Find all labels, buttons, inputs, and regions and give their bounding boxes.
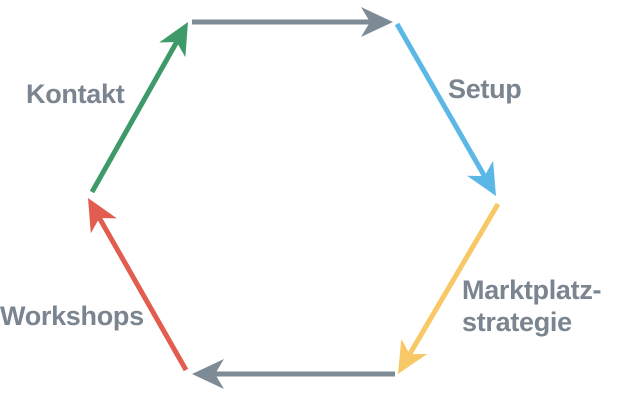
label-workshops: Workshops bbox=[0, 301, 144, 331]
label-marktplatz-line1: Marktplatz- bbox=[462, 275, 602, 305]
arrow-top bbox=[192, 7, 393, 37]
arrow-setup-shaft bbox=[394, 22, 487, 178]
label-kontakt: Kontakt bbox=[26, 79, 125, 109]
arrow-kontakt bbox=[89, 22, 188, 194]
arrow-workshops bbox=[88, 198, 189, 372]
arrow-bottom-head bbox=[192, 359, 224, 389]
arrow-marktplatz bbox=[398, 202, 501, 374]
label-setup: Setup bbox=[448, 74, 522, 104]
arrow-workshops-head bbox=[88, 198, 117, 234]
arrow-marktplatz-shaft bbox=[407, 202, 501, 356]
arrow-setup-head bbox=[467, 160, 496, 196]
arrow-kontakt-shaft bbox=[89, 40, 179, 194]
arrow-marktplatz-head bbox=[398, 338, 428, 374]
arrow-top-head bbox=[361, 7, 393, 37]
arrow-workshops-shaft bbox=[97, 216, 189, 372]
arrow-kontakt-head bbox=[159, 22, 188, 58]
label-marktplatzstrategie: Marktplatz- strategie bbox=[462, 274, 602, 338]
label-marktplatz-line2: strategie bbox=[462, 307, 572, 337]
arrow-bottom bbox=[192, 359, 395, 389]
arrow-setup bbox=[394, 22, 496, 196]
